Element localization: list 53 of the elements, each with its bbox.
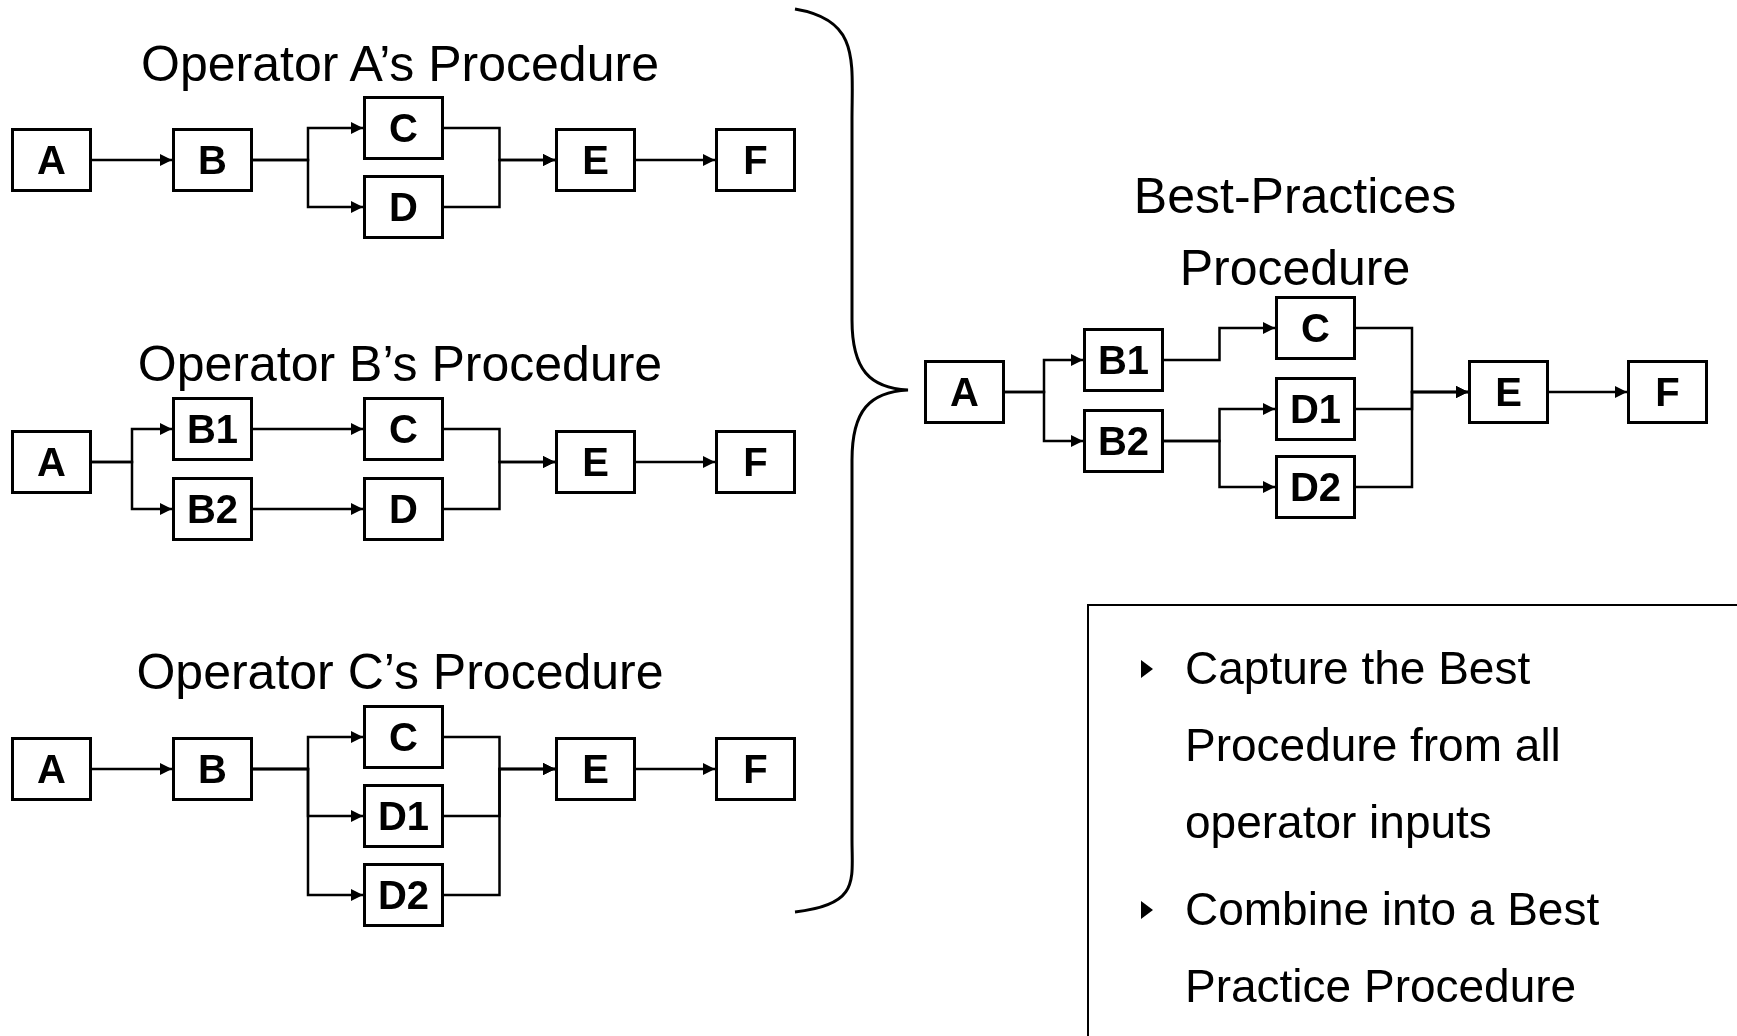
- arrow: [1549, 385, 1627, 399]
- arrow: [1164, 439, 1275, 494]
- step-box: C: [363, 705, 444, 769]
- procedure-title: Operator B’s Procedure: [136, 335, 664, 394]
- procedure-title: Operator A’s Procedure: [140, 35, 660, 94]
- arrow: [92, 460, 172, 516]
- procedure-title: Best-Practices Procedure: [1132, 167, 1458, 298]
- note-panel: [1087, 604, 1737, 1036]
- arrow: [636, 762, 715, 776]
- step-box: D1: [1275, 377, 1356, 441]
- step-box: B2: [172, 477, 253, 541]
- step-box: F: [715, 430, 796, 494]
- step-box: D2: [363, 863, 444, 927]
- step-box: D: [363, 175, 444, 239]
- bullet-text: Combine into a Best Practice Procedure: [1185, 882, 1601, 1014]
- step-box: A: [11, 128, 92, 192]
- step-box: A: [11, 430, 92, 494]
- step-box: B2: [1083, 409, 1164, 473]
- step-box: C: [363, 397, 444, 461]
- procedure-title: Operator C’s Procedure: [135, 643, 665, 702]
- step-box: D1: [363, 784, 444, 848]
- arrow: [253, 502, 363, 516]
- bullet-text: Capture the Best Procedure from all operator inputs: [1185, 641, 1562, 850]
- arrow: [253, 767, 363, 902]
- step-box: E: [555, 737, 636, 801]
- step-box: F: [715, 128, 796, 192]
- step-box: B: [172, 128, 253, 192]
- step-box: D2: [1275, 455, 1356, 519]
- step-box: F: [715, 737, 796, 801]
- step-box: A: [11, 737, 92, 801]
- step-box: A: [924, 360, 1005, 424]
- arrow: [636, 455, 715, 469]
- arrow: [444, 455, 555, 511]
- step-box: C: [363, 96, 444, 160]
- step-box: B: [172, 737, 253, 801]
- step-box: E: [555, 128, 636, 192]
- step-box: D: [363, 477, 444, 541]
- arrow: [253, 422, 363, 436]
- arrow: [1356, 385, 1468, 489]
- step-box: B1: [172, 397, 253, 461]
- arrow: [92, 153, 172, 167]
- step-box: E: [1468, 360, 1549, 424]
- arrow: [1164, 321, 1275, 362]
- step-box: E: [555, 430, 636, 494]
- step-box: F: [1627, 360, 1708, 424]
- arrow: [1005, 390, 1083, 448]
- arrow: [636, 153, 715, 167]
- arrow: [444, 153, 555, 209]
- arrow: [92, 762, 172, 776]
- step-box: B1: [1083, 328, 1164, 392]
- arrow: [253, 158, 363, 214]
- arrow: [444, 762, 555, 897]
- step-box: C: [1275, 296, 1356, 360]
